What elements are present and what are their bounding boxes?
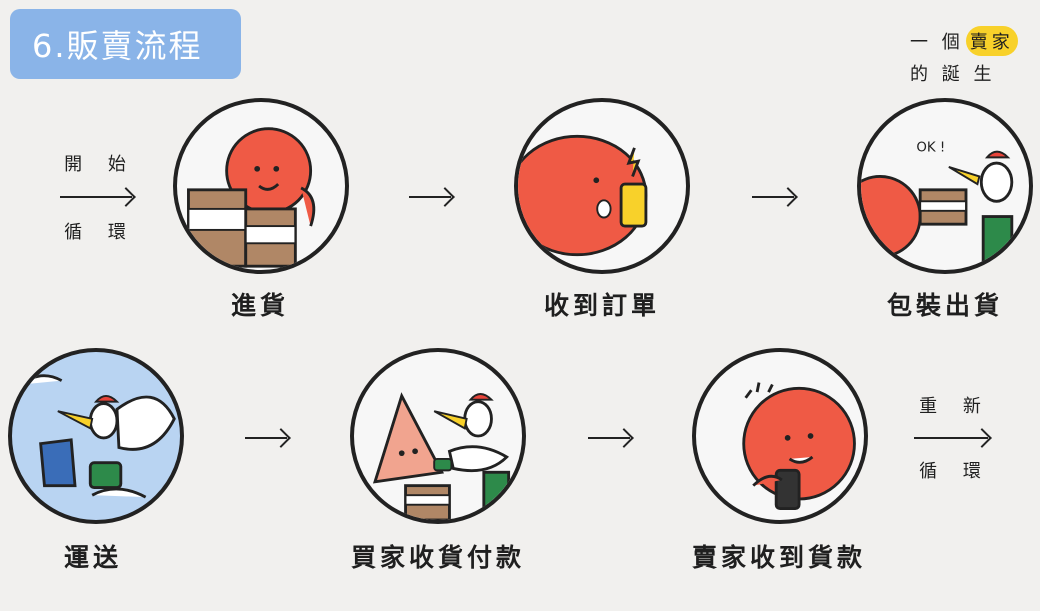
step-buyer-receives-pays-label: 買家收貨付款	[350, 543, 525, 572]
corner-tag-prefix: 一 個	[910, 32, 964, 53]
corner-tag: 一 個賣家 的 誕 生	[905, 20, 1025, 90]
step-delivery-label: 運送	[63, 543, 122, 572]
step-restock-label: 進貨	[230, 291, 289, 320]
step-packing-shipping-label: 包裝出貨	[886, 291, 1003, 320]
corner-tag-line1: 一 個賣家	[910, 26, 1018, 56]
arrow-1	[409, 196, 451, 198]
restart-cycle-bottom: 循 環	[919, 461, 991, 482]
step-packing-shipping-illustration: OK !	[857, 98, 1033, 274]
step-buyer-receives-pays-illustration	[350, 348, 526, 524]
corner-tag-highlight: 賣家	[965, 26, 1018, 56]
arrow-3	[245, 437, 287, 439]
restart-arrow	[914, 437, 988, 439]
restart-cycle-top: 重 新	[919, 396, 991, 417]
step-restock-illustration	[173, 98, 349, 274]
start-cycle-top: 開 始	[64, 154, 136, 175]
start-cycle-bottom: 循 環	[64, 222, 136, 243]
corner-tag-line2: 的 誕 生	[910, 64, 996, 85]
step-seller-receives-payment-illustration	[692, 348, 868, 524]
step-seller-receives-payment-label: 賣家收到貨款	[691, 543, 866, 572]
arrow-4	[588, 437, 630, 439]
arrow-2	[752, 196, 794, 198]
step-delivery-illustration	[8, 348, 184, 524]
step-order-received-label: 收到訂單	[543, 291, 660, 320]
speech-ok: OK !	[916, 141, 945, 156]
page-title: 6.販賣流程	[32, 27, 203, 65]
page-title-badge: 6.販賣流程	[10, 9, 241, 79]
start-arrow	[60, 196, 132, 198]
step-order-received-illustration	[514, 98, 690, 274]
